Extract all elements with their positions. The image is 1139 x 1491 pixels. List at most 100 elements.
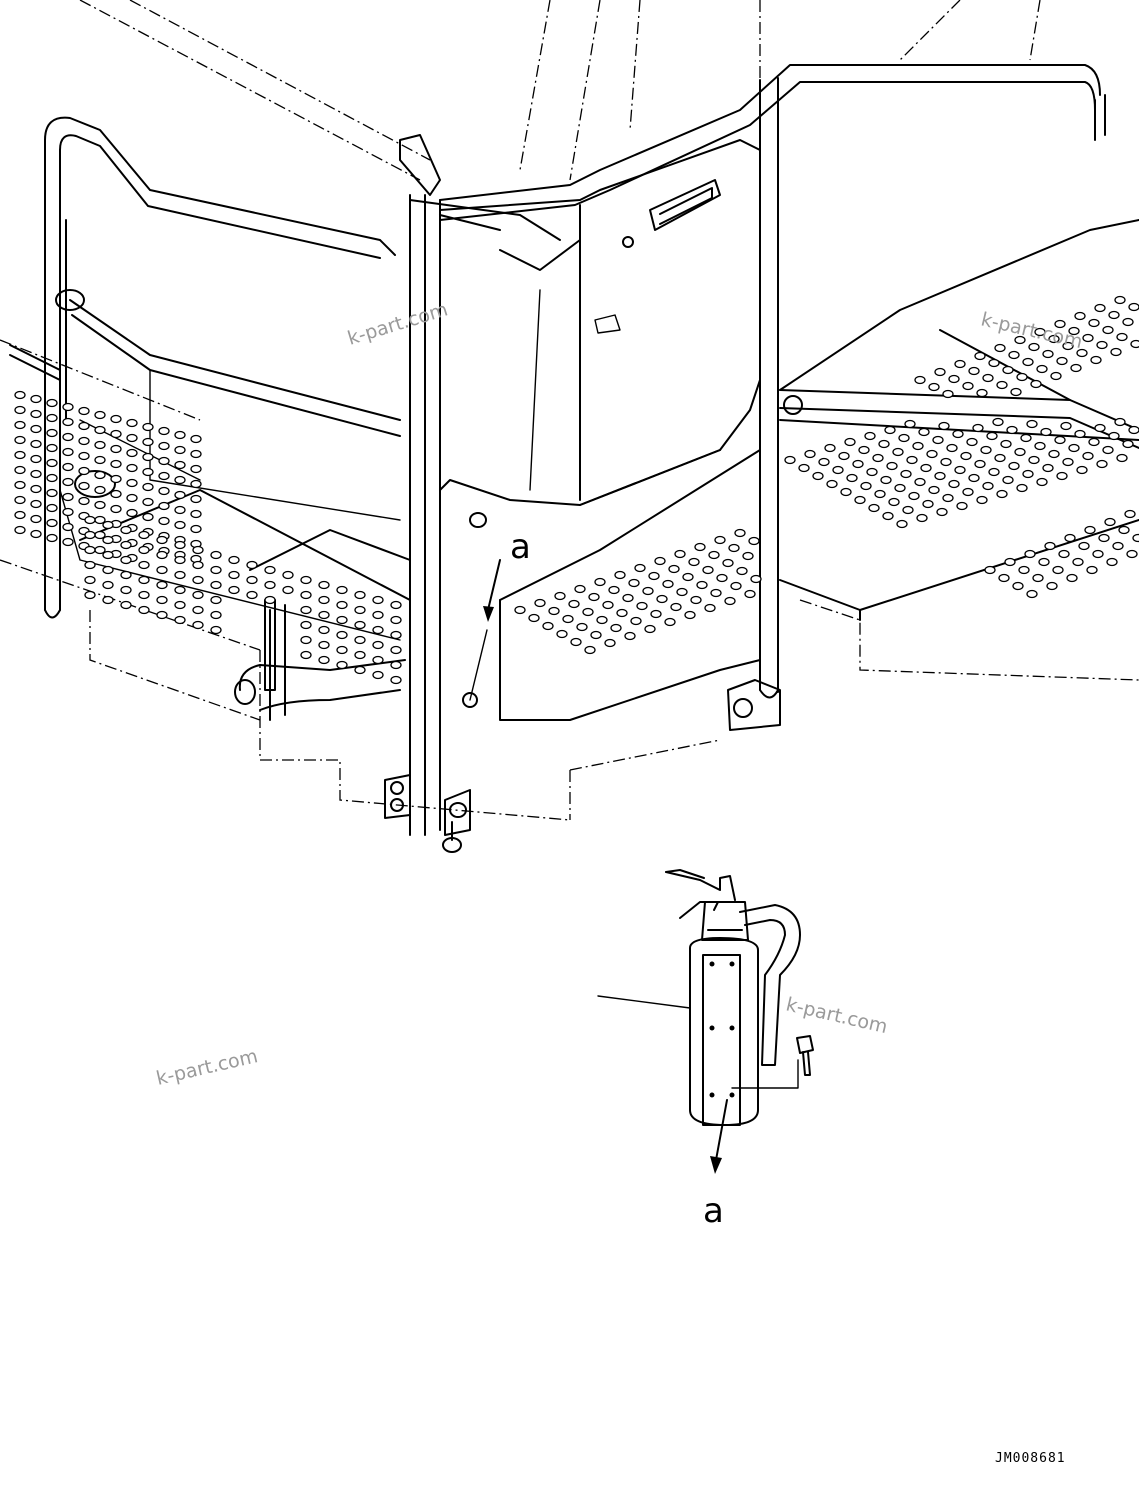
perforation-hole (190, 524, 202, 534)
perforation-hole (1132, 533, 1139, 543)
perforation-hole (46, 443, 58, 453)
perforation-hole (872, 453, 884, 463)
perforation-hole (858, 445, 870, 455)
perforation-hole (610, 623, 622, 633)
perforation-hole (690, 595, 702, 605)
perforation-hole (190, 509, 202, 519)
perforation-hole (1022, 469, 1034, 479)
perforation-hole (1094, 423, 1106, 433)
perforation-hole (1016, 372, 1028, 382)
perforation-hole (1076, 348, 1088, 358)
perforation-hole (948, 479, 960, 489)
phantom-structure (0, 0, 1139, 821)
perforation-hole (1108, 310, 1120, 320)
perforation-hole (62, 402, 74, 412)
perforation-hole (138, 575, 150, 585)
perforation-hole (674, 549, 686, 559)
perforation-hole (668, 564, 680, 574)
perforation-hole (156, 565, 168, 575)
perforation-hole (992, 417, 1004, 427)
perforation-hole (644, 624, 656, 634)
perforation-hole (784, 455, 796, 465)
perforation-hole (192, 545, 204, 555)
perforation-hole (1122, 439, 1134, 449)
perforation-hole (1106, 557, 1118, 567)
perforation-hole (84, 590, 96, 600)
perforation-hole (584, 645, 596, 655)
perforation-hole (138, 545, 150, 555)
perforation-hole (742, 551, 754, 561)
perforation-hole (110, 474, 122, 484)
perforation-hole (14, 390, 26, 400)
perforation-hole (156, 580, 168, 590)
perforation-hole (264, 580, 276, 590)
perforation-hole (78, 436, 90, 446)
perforation-hole (962, 487, 974, 497)
perforation-hole (126, 418, 138, 428)
callout-upper-label: a (510, 527, 531, 567)
perforation-hole (634, 563, 646, 573)
perforation-hole (914, 477, 926, 487)
perforation-hole (664, 617, 676, 627)
left-platform (9, 344, 411, 721)
perforation-hole (354, 635, 366, 645)
perforation-hole (804, 449, 816, 459)
perforation-hole (1014, 335, 1026, 345)
perforation-hole (84, 545, 96, 555)
perforation-hole (210, 625, 222, 635)
watermark-1: k-part.com (345, 298, 450, 349)
perforation-hole (1036, 477, 1048, 487)
perforation-hole (954, 465, 966, 475)
perforation-hole (882, 511, 894, 521)
perforation-hole (192, 605, 204, 615)
perforation-hole (868, 503, 880, 513)
perforation-hole (210, 565, 222, 575)
perforation-hole (624, 631, 636, 641)
perforation-hole (1042, 463, 1054, 473)
perforation-hole (1084, 525, 1096, 535)
left-perforations (14, 390, 402, 685)
perforation-hole (1112, 541, 1124, 551)
perforation-hole (102, 550, 114, 560)
perforation-hole (556, 629, 568, 639)
perforation-hole (78, 466, 90, 476)
perforation-hole (676, 587, 688, 597)
perforation-hole (300, 590, 312, 600)
perforation-hole (282, 585, 294, 595)
perforation-hole (62, 462, 74, 472)
perforation-hole (1010, 387, 1022, 397)
perforation-hole (14, 525, 26, 535)
perforation-hole (14, 465, 26, 475)
perforation-hole (642, 586, 654, 596)
perforation-hole (570, 637, 582, 647)
perforation-hole (716, 573, 728, 583)
perforation-hole (1026, 589, 1038, 599)
perforation-hole (192, 620, 204, 630)
perforation-hole (174, 460, 186, 470)
perforation-hole (192, 575, 204, 585)
perforation-hole (174, 490, 186, 500)
perforation-hole (390, 630, 402, 640)
perforation-hole (576, 622, 588, 632)
perforation-hole (608, 585, 620, 595)
perforation-hole (974, 351, 986, 361)
perforation-hole (1048, 449, 1060, 459)
perforation-hole (928, 382, 940, 392)
perforation-hole (1066, 573, 1078, 583)
perforation-hole (30, 484, 42, 494)
perforation-hole (120, 570, 132, 580)
perforation-hole (390, 645, 402, 655)
perforation-hole (596, 615, 608, 625)
perforation-hole (110, 414, 122, 424)
perforation-hole (210, 550, 222, 560)
perforation-hole (1054, 435, 1066, 445)
perforation-hole (174, 430, 186, 440)
perforation-hole (390, 600, 402, 610)
perforation-hole (174, 475, 186, 485)
perforation-hole (62, 477, 74, 487)
perforation-hole (300, 605, 312, 615)
perforation-hole (190, 449, 202, 459)
perforation-hole (156, 550, 168, 560)
perforation-hole (1006, 425, 1018, 435)
perforation-hole (1118, 525, 1130, 535)
